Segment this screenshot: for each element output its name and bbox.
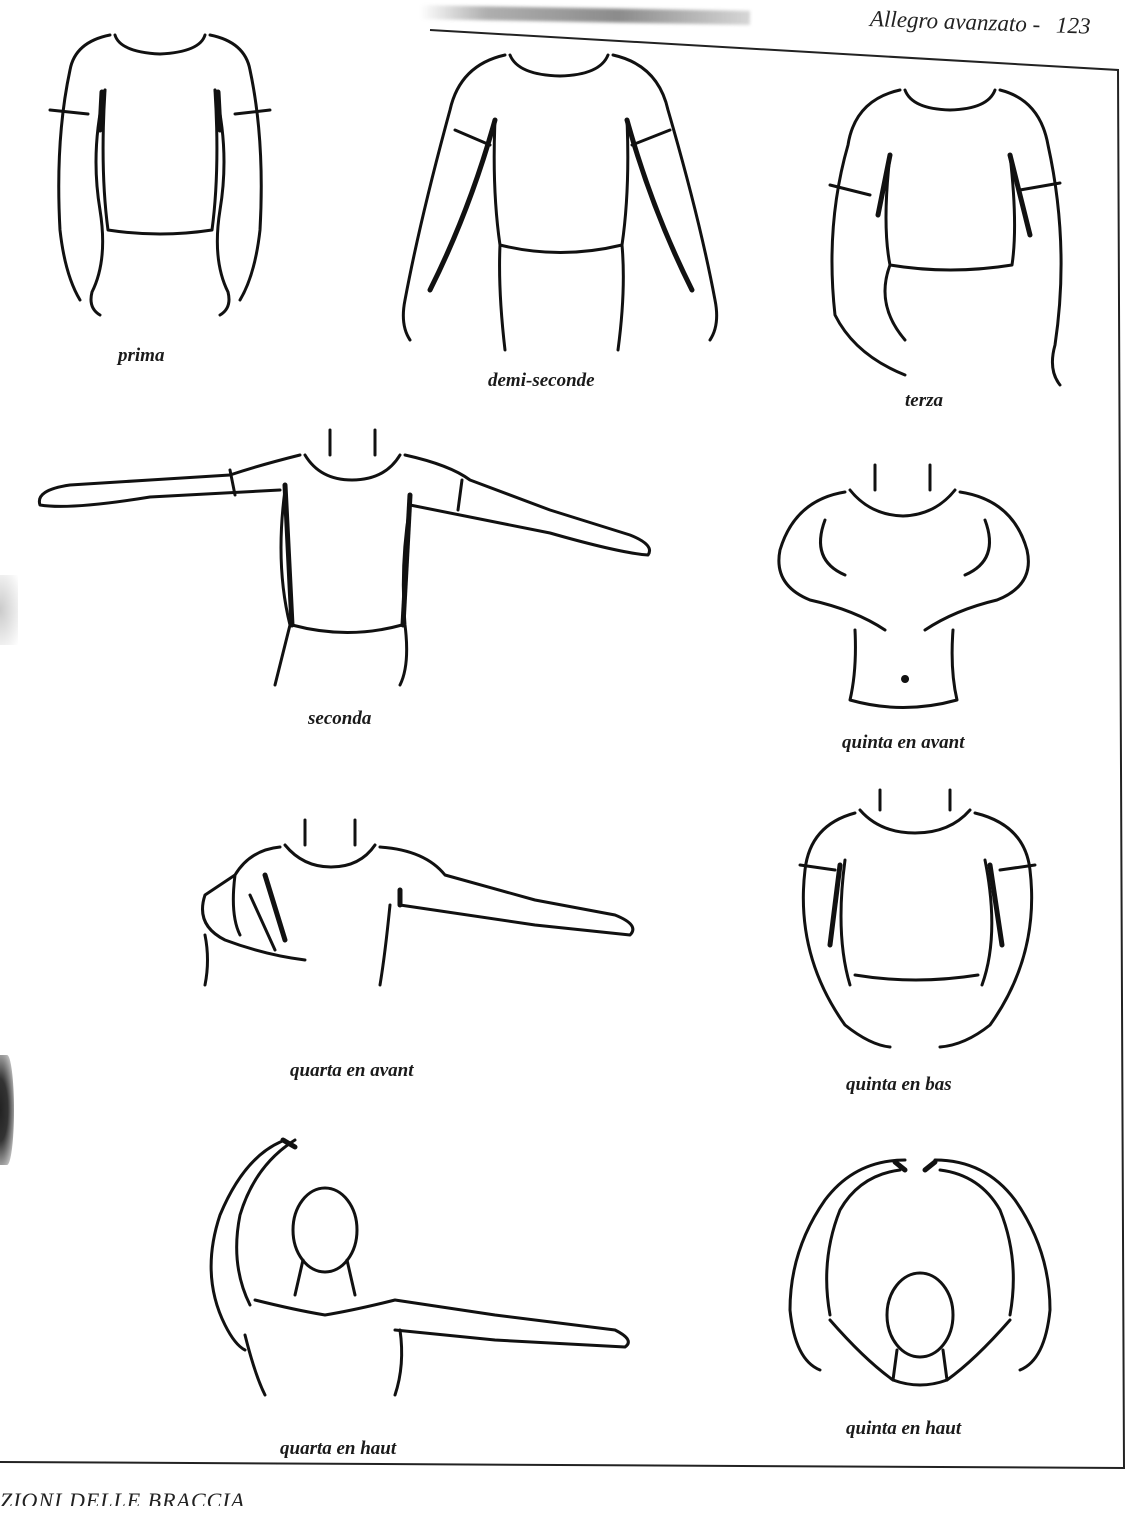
figure-demi-seconde-illustration (400, 50, 730, 370)
figure-quinta-en-bas-illustration (790, 785, 1045, 1060)
figure-prima-illustration (30, 30, 290, 330)
caption-quarta-en-haut: quarta en haut (280, 1438, 396, 1460)
caption-seconda: seconda (308, 708, 371, 730)
figure-terza-illustration (820, 85, 1085, 390)
caption-quarta-en-avant: quarta en avant (290, 1060, 414, 1082)
figure-quinta-en-avant-illustration (765, 460, 1055, 725)
caption-quinta-en-haut: quinta en haut (846, 1418, 961, 1440)
figure-seconda-illustration (30, 425, 660, 705)
figure-quarta-en-haut-illustration (195, 1135, 640, 1405)
caption-quinta-en-bas: quinta en bas (846, 1074, 952, 1096)
figure-quarta-en-avant-illustration (195, 815, 640, 1000)
caption-quinta-en-avant: quinta en avant (842, 732, 964, 754)
scan-edge-shading (0, 575, 18, 645)
caption-prima: prima (118, 345, 164, 367)
figure-quinta-en-haut-illustration (775, 1150, 1065, 1405)
scan-edge-shadow (0, 1055, 14, 1165)
caption-terza: terza (905, 390, 943, 412)
caption-demi-seconde: demi-seconde (488, 370, 595, 392)
